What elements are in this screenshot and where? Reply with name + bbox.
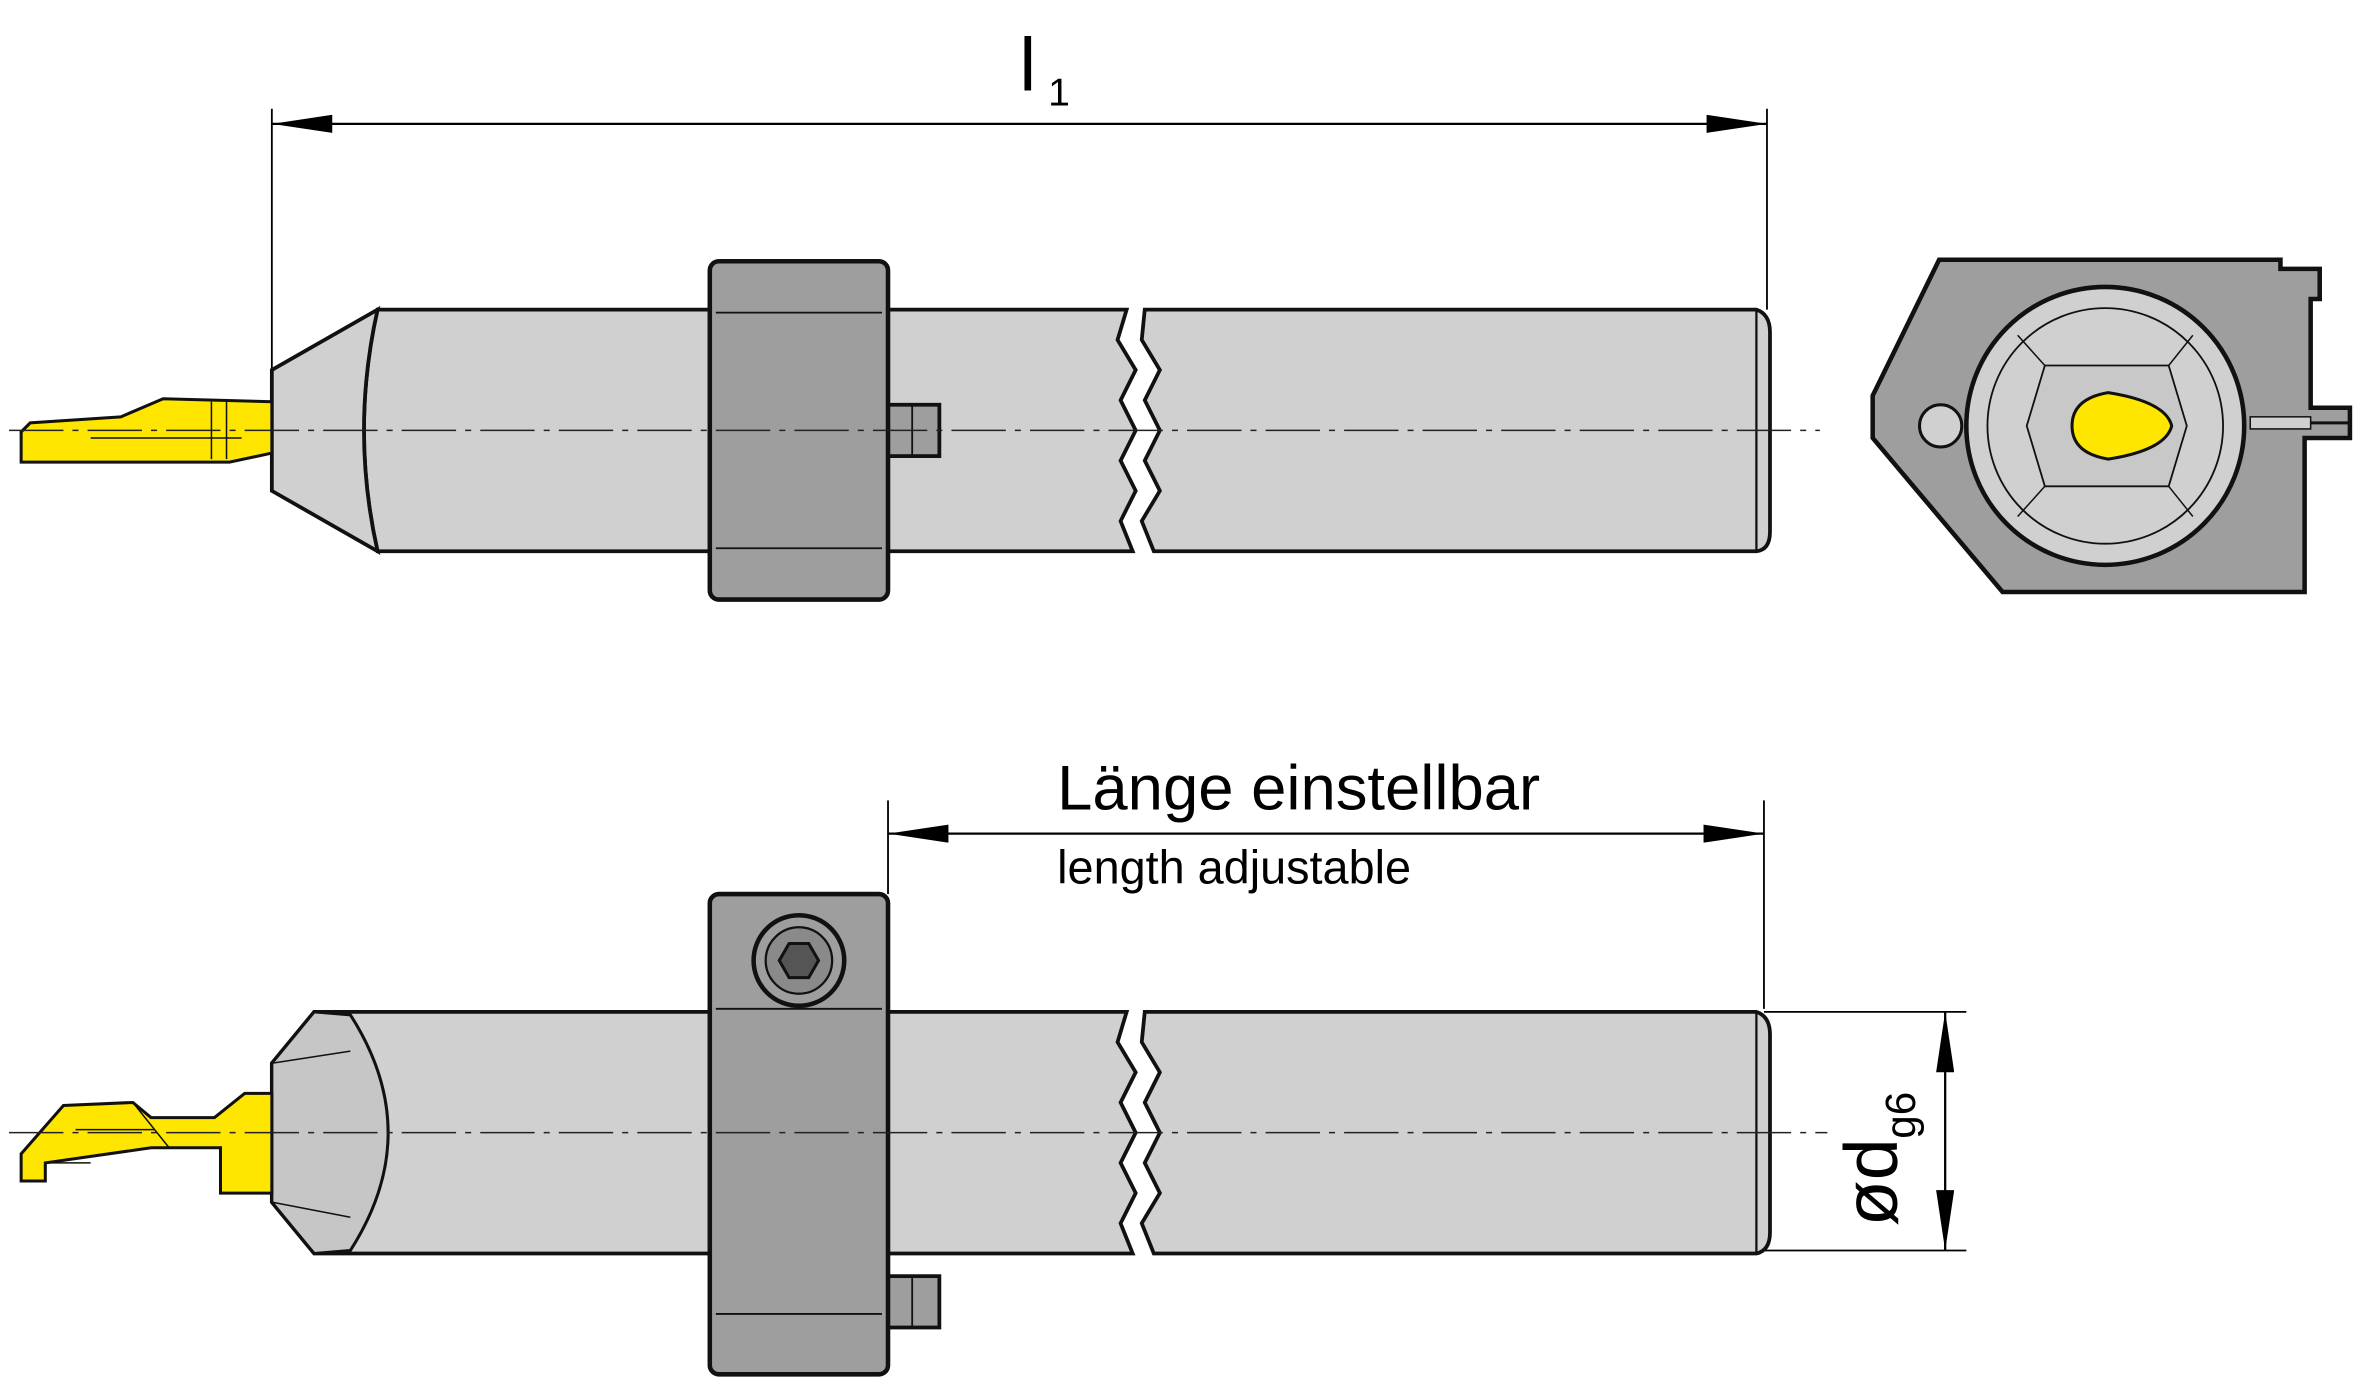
end-view-inner-ring [1986, 307, 2224, 545]
end-view [1870, 257, 2353, 595]
end-view-slot-gap [2249, 416, 2312, 430]
label-l1: l 1 [1019, 24, 1070, 115]
end-view-edge [2017, 334, 2046, 366]
nose-facet-edge [271, 1050, 351, 1064]
label-diameter-subscript: g6 [1877, 1092, 1924, 1139]
clamp-collar [707, 891, 891, 1377]
label-adjustable-en: length adjustable [1057, 841, 1411, 893]
end-view-hole [1917, 403, 1964, 449]
cutting-insert [19, 1091, 274, 1195]
label-l1-subscript: 1 [1048, 71, 1070, 115]
cutting-insert [19, 397, 274, 464]
label-l1-symbol: l [1019, 24, 1036, 108]
nose-facet-edge [271, 1201, 351, 1218]
end-view-edge [2017, 485, 2046, 518]
end-view-edge [2168, 485, 2194, 517]
insert-detail [132, 1102, 170, 1149]
top-side-view [9, 108, 1820, 602]
label-adjustable-de: Länge einstellbar [1057, 753, 1540, 823]
end-view-edge [2168, 334, 2194, 366]
hex-socket-icon [777, 941, 821, 980]
bottom-side-view [9, 800, 1967, 1377]
label-diameter-symbol: ød [1830, 1138, 1914, 1226]
end-view-insert [2070, 391, 2174, 461]
label-diameter: ød g6 [1830, 1092, 1924, 1227]
